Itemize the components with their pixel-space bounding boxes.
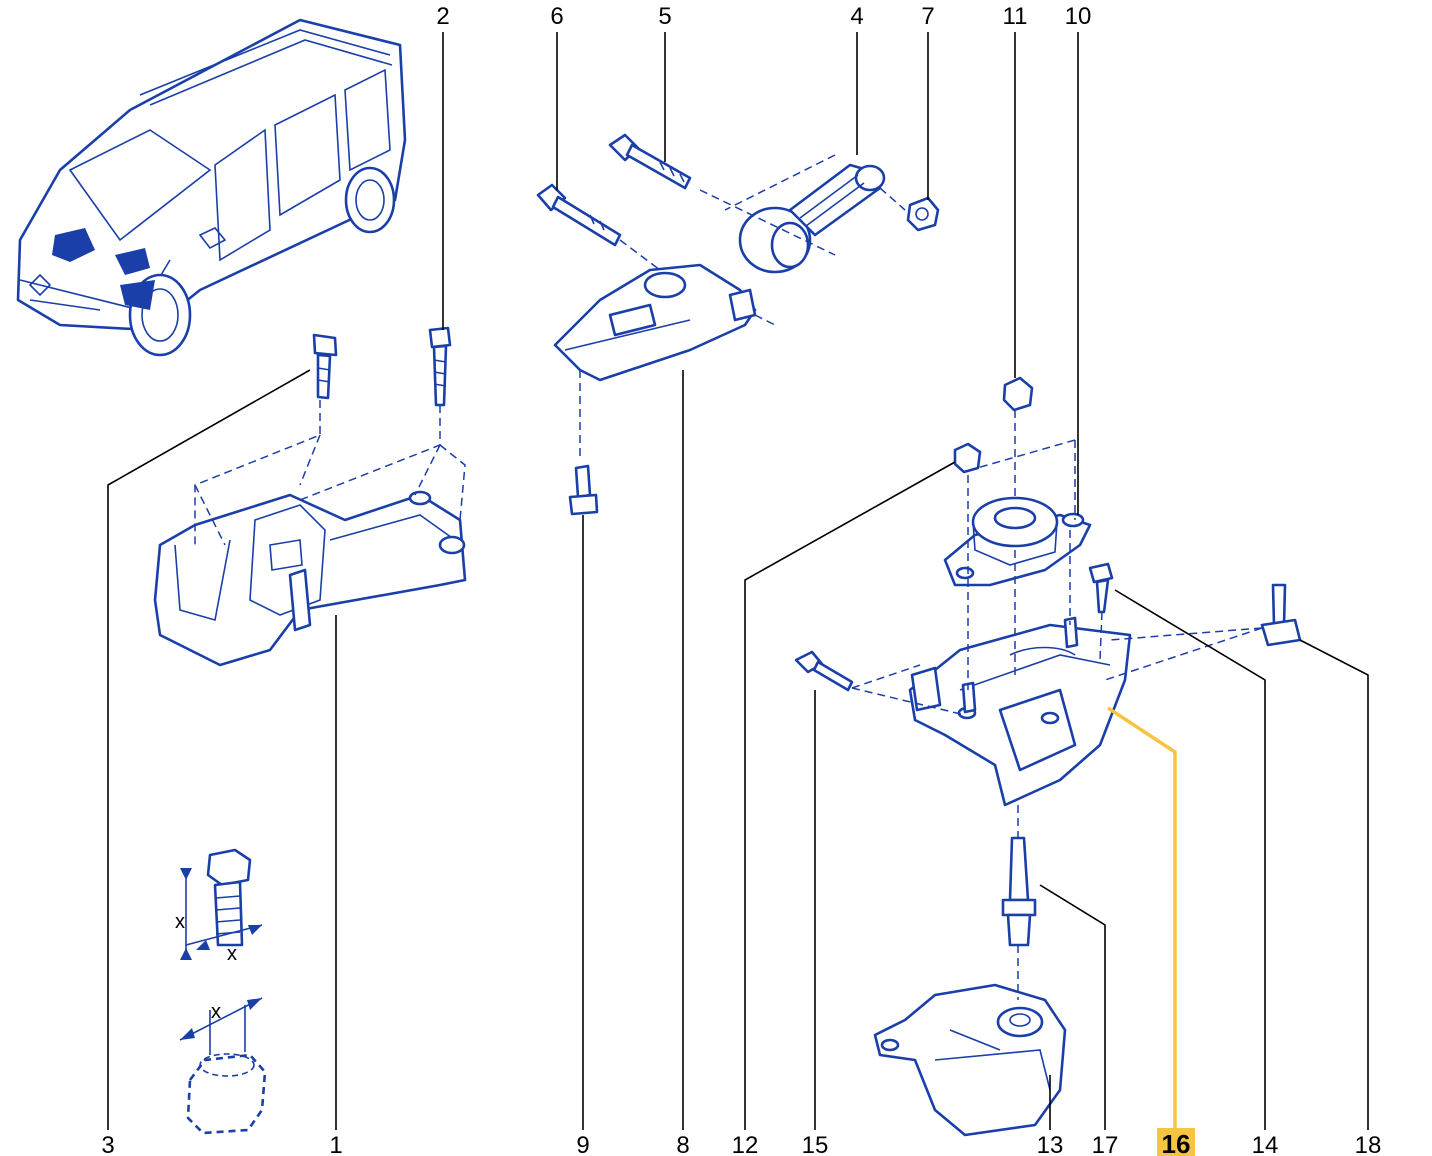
callout-10: 10 (1065, 3, 1092, 30)
callout-15: 15 (802, 1132, 829, 1156)
part-6-bolt (536, 183, 622, 247)
callout-18: 18 (1355, 1132, 1382, 1156)
callout-11: 11 (1003, 3, 1028, 30)
part-11-nut (1002, 376, 1034, 412)
callout-12: 12 (732, 1132, 759, 1156)
part-10-rubber-mount (943, 496, 1092, 587)
part-16-support-bracket (908, 616, 1132, 807)
assembly-lines-left (194, 400, 466, 546)
part-4-torque-rod (738, 163, 886, 274)
bolt-length-detail (180, 848, 263, 960)
part-18-bolt (1260, 583, 1302, 647)
part-5-long-bolt (608, 133, 692, 190)
part-1-left-mount-bracket (153, 490, 467, 667)
part-3-bolt (312, 333, 338, 400)
part-14-bolt (1088, 562, 1114, 614)
part-8-upper-bracket (553, 263, 757, 382)
callout-labels: 2 6 5 4 7 11 10 3 1 9 8 12 15 13 17 16 1… (101, 3, 1381, 1156)
callout-7: 7 (921, 3, 934, 30)
assembly-lines-upper (579, 154, 906, 460)
detail-label-x-bolt: x (175, 911, 185, 933)
part-12-nut (953, 442, 982, 474)
vehicle-illustration (16, 18, 407, 357)
callout-17: 17 (1092, 1132, 1119, 1156)
callout-5: 5 (658, 3, 671, 30)
callout-14: 14 (1252, 1132, 1279, 1156)
part-7-nut (906, 196, 940, 232)
assembly-lines-right (851, 410, 1263, 1000)
callout-9: 9 (576, 1132, 589, 1156)
part-2-bolt (428, 326, 452, 407)
detail-label-x-bolt-bottom: x (227, 943, 237, 965)
detail-label-x-nut: x (211, 1001, 221, 1023)
callout-16-highlight (1157, 1128, 1195, 1156)
nut-width-detail (179, 997, 267, 1135)
part-17-stud (1001, 836, 1037, 947)
callout-8: 8 (676, 1132, 689, 1156)
callout-2: 2 (436, 3, 449, 30)
callout-16: 16 (1162, 1129, 1191, 1156)
leader-lines (107, 32, 1369, 1130)
callout-1: 1 (329, 1132, 342, 1156)
part-9-stud (568, 464, 599, 516)
part-13-lower-base (873, 983, 1067, 1137)
callout-6: 6 (550, 3, 563, 30)
part-15-bolt (794, 650, 854, 692)
callout-13: 13 (1037, 1132, 1064, 1156)
callout-3: 3 (101, 1132, 114, 1156)
callout-4: 4 (850, 3, 863, 30)
